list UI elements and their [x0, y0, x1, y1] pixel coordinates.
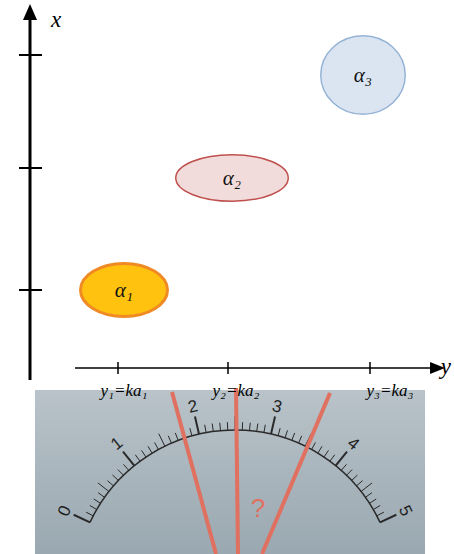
meter-tick: [292, 433, 295, 440]
meter-tick: [257, 424, 258, 432]
axis-tick: [19, 167, 42, 169]
meter-tick: [318, 446, 322, 453]
ellipse-node: α₃: [320, 35, 406, 115]
meter-tick: [373, 505, 380, 509]
ellipse-label: α₁: [115, 278, 133, 303]
meter-tick: [205, 425, 206, 433]
meter-tick: [113, 475, 119, 480]
tick-label: y₁=ka₁: [101, 381, 148, 401]
x-axis-arrowhead: [23, 4, 37, 20]
meter-tick: [123, 452, 134, 466]
meter-tick: [365, 493, 372, 498]
axis-tick: [19, 289, 42, 291]
meter-tick: [90, 505, 97, 509]
meter-tick: [219, 423, 221, 431]
meter-tick: [175, 433, 178, 440]
meter-background: [35, 390, 425, 554]
meter-tick: [341, 464, 346, 470]
meter-tick: [285, 430, 287, 438]
axis-tick: [227, 362, 229, 374]
tick-label: y₂=ka₂: [213, 381, 260, 401]
meter-tick: [361, 483, 372, 492]
meter-tick: [312, 442, 316, 449]
axis-tick: [369, 362, 371, 374]
meter-tick: [212, 424, 213, 432]
meter-tick: [347, 470, 353, 476]
meter-tick: [74, 515, 90, 523]
axis-label: y: [441, 354, 451, 380]
axis-tick: [117, 362, 119, 374]
meter-tick: [227, 422, 228, 430]
meter-tick: [242, 422, 243, 430]
pointer-line: [172, 392, 216, 554]
question-mark: ?: [251, 493, 265, 524]
meter-tick: [356, 481, 362, 486]
meter-tick: [271, 417, 275, 435]
ellipse-label: α₂: [223, 166, 241, 191]
meter-tick: [249, 423, 251, 431]
pointer-line: [262, 393, 330, 554]
pointer-line: [236, 388, 238, 554]
meter-tick: [299, 436, 302, 443]
meter-tick: [336, 452, 347, 466]
meter-tick: [195, 417, 199, 435]
axis-label: x: [51, 7, 61, 33]
meter-tick: [324, 450, 328, 457]
meter-tick: [155, 442, 159, 449]
tick-label: y₃=ka₃: [367, 381, 414, 401]
meter-tick: [264, 425, 265, 433]
meter-tick: [377, 512, 384, 516]
meter-tick: [278, 428, 280, 436]
meter-tick: [118, 470, 124, 476]
ellipse-node: α₁: [79, 262, 169, 318]
meter-tick: [94, 499, 101, 503]
meter-tick: [86, 512, 93, 516]
meter-tick: [159, 434, 165, 447]
meter-tick: [98, 493, 105, 498]
meter-tick: [168, 436, 171, 443]
meter-tick: [135, 455, 140, 461]
ellipse-label: α₃: [354, 63, 372, 88]
meter-tick: [142, 450, 146, 457]
x-axis: [29, 16, 32, 380]
meter-tick: [330, 455, 335, 461]
ellipse-node: α₂: [175, 154, 289, 202]
meter-tick: [123, 464, 128, 470]
meter-tick: [190, 428, 192, 436]
meter-tick: [352, 475, 358, 480]
axis-tick: [19, 54, 42, 56]
meter-tick: [98, 483, 109, 492]
meter-tick: [369, 499, 376, 503]
meter-tick: [148, 446, 152, 453]
y-axis: [75, 367, 432, 369]
meter-tick: [380, 515, 396, 523]
meter-tick: [107, 481, 113, 486]
